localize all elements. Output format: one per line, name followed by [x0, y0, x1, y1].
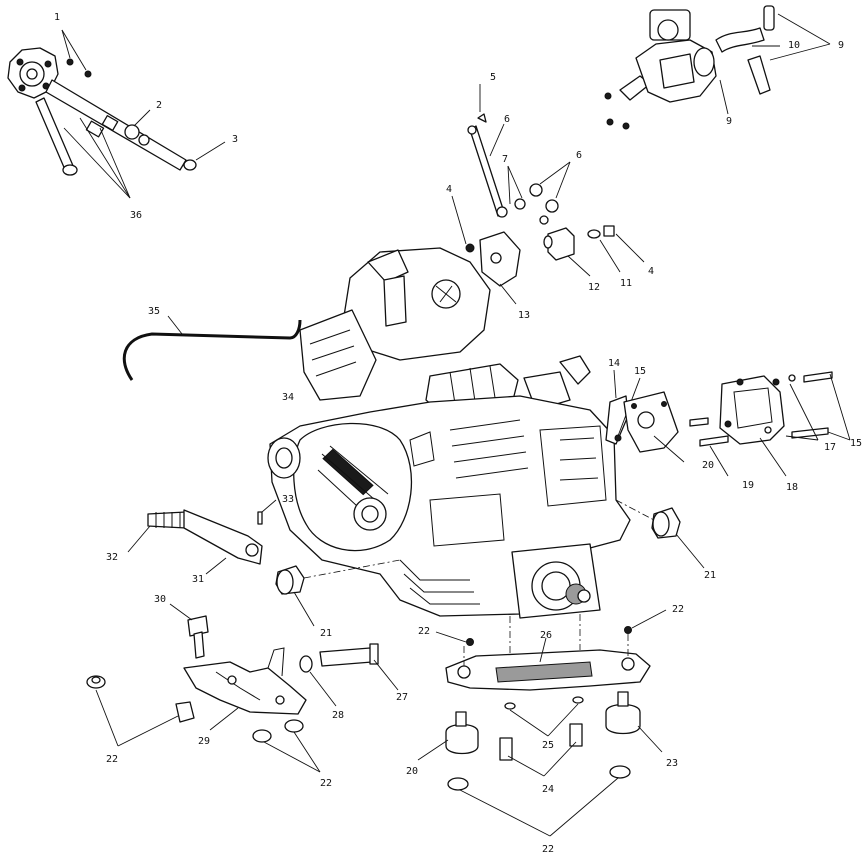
callout-4-left: 4 — [446, 184, 452, 195]
callout-23: 23 — [666, 758, 678, 769]
callout-19: 19 — [742, 480, 754, 491]
callout-21-left: 21 — [320, 628, 332, 639]
callout-3: 3 — [232, 134, 238, 145]
callout-32: 32 — [106, 552, 118, 563]
callout-25: 25 — [542, 740, 554, 751]
callout-27: 27 — [396, 692, 408, 703]
callout-20-lower: 20 — [406, 766, 418, 777]
callout-13: 13 — [518, 310, 530, 321]
callout-15-right: 15 — [850, 438, 862, 449]
callout-28: 28 — [332, 710, 344, 721]
callout-9-right: 9 — [838, 40, 844, 51]
callout-24: 24 — [542, 784, 554, 795]
rear-mount-bushing — [615, 499, 705, 569]
callout-11: 11 — [620, 278, 632, 289]
callout-1: 1 — [54, 12, 60, 23]
callout-10: 10 — [788, 40, 800, 51]
callout-14: 14 — [608, 358, 620, 369]
callout-34: 34 — [282, 392, 294, 403]
callout-22-upper-left: 22 — [418, 626, 430, 637]
callout-4-right: 4 — [648, 266, 654, 277]
callout-2: 2 — [156, 100, 162, 111]
callout-7: 7 — [502, 154, 508, 165]
engine-block — [267, 247, 631, 619]
callout-20-upper: 20 — [702, 460, 714, 471]
callout-17: 17 — [824, 442, 836, 453]
callout-31: 31 — [192, 574, 204, 585]
callout-33: 33 — [282, 494, 294, 505]
breather-hose — [122, 315, 302, 381]
front-mount-bushing — [275, 559, 401, 627]
callout-26: 26 — [540, 630, 552, 641]
callout-5: 5 — [490, 72, 496, 83]
callout-6-upper: 6 — [504, 114, 510, 125]
callout-6-lower: 6 — [576, 150, 582, 161]
rear-mount-plate — [417, 609, 667, 837]
callout-15-left: 15 — [634, 366, 646, 377]
carburetor-assembly — [604, 5, 831, 130]
front-mount-bracket — [86, 603, 399, 773]
callout-29: 29 — [198, 736, 210, 747]
callout-35: 35 — [148, 306, 160, 317]
callout-22-upper-right: 22 — [672, 604, 684, 615]
callout-labels: 1 2 3 36 5 6 7 6 4 12 11 4 13 10 9 9 35 … — [54, 12, 862, 854]
callout-30: 30 — [154, 594, 166, 605]
callout-9-lower: 9 — [726, 116, 732, 127]
callout-22-left: 22 — [106, 754, 118, 765]
torque-link-assembly — [451, 84, 645, 305]
rear-bracket — [719, 371, 851, 477]
shift-bracket — [605, 369, 641, 445]
callout-18: 18 — [786, 482, 798, 493]
callout-36: 36 — [130, 210, 142, 221]
callout-21-right: 21 — [704, 570, 716, 581]
cover-plate — [623, 391, 729, 477]
oil-pump-assembly — [7, 29, 226, 199]
shift-pedal — [127, 499, 277, 575]
callout-22-bottom: 22 — [542, 844, 554, 854]
callout-12: 12 — [588, 282, 600, 293]
callout-22-mid: 22 — [320, 778, 332, 789]
